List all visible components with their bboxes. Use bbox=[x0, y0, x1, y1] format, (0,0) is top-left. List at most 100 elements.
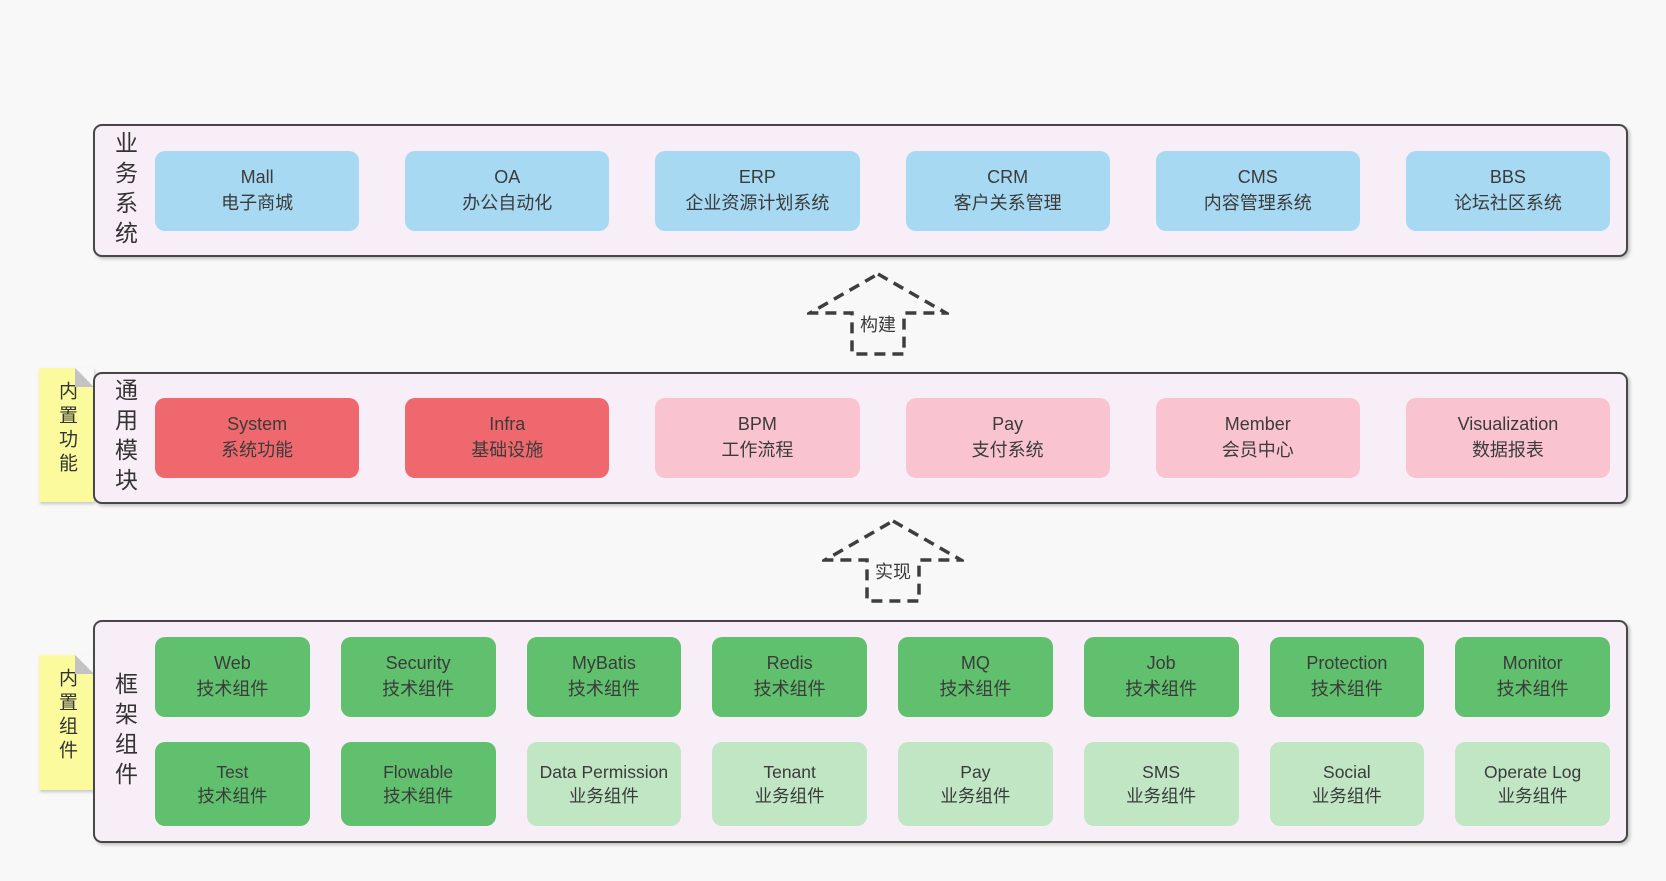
box-desc: 业务组件 bbox=[1497, 786, 1568, 806]
layer-business-systems: 业务系统 Mall 电子商城 OA 办公自动化 ERP 企业资源计划系统 CRM… bbox=[93, 124, 1628, 257]
box-name: Pay bbox=[992, 414, 1024, 435]
box-pay-biz: Pay 业务组件 bbox=[898, 742, 1053, 826]
box-name: Visualization bbox=[1457, 414, 1559, 435]
box-desc: 业务组件 bbox=[568, 786, 639, 806]
box-name: CMS bbox=[1237, 166, 1278, 187]
box-test: Test 技术组件 bbox=[155, 742, 310, 826]
box-name: Test bbox=[216, 761, 249, 782]
box-crm: CRM 客户关系管理 bbox=[905, 150, 1110, 231]
box-desc: 工作流程 bbox=[721, 440, 794, 460]
folded-corner-icon bbox=[75, 368, 94, 387]
note-text: 内置功能 bbox=[56, 381, 77, 477]
box-desc: 技术组件 bbox=[567, 679, 640, 699]
layer-label-components: 框架组件 bbox=[95, 622, 153, 841]
box-flowable: Flowable 技术组件 bbox=[340, 742, 496, 826]
box-desc: 业务组件 bbox=[754, 786, 825, 806]
box-mybatis: MyBatis 技术组件 bbox=[526, 637, 682, 717]
box-desc: 技术组件 bbox=[196, 679, 269, 699]
box-name: Pay bbox=[960, 761, 991, 782]
box-system: System 系统功能 bbox=[155, 398, 360, 478]
up-arrow-icon bbox=[822, 518, 964, 603]
box-desc: 业务组件 bbox=[1126, 786, 1197, 806]
box-name: Monitor bbox=[1502, 653, 1563, 674]
box-desc: 内容管理系统 bbox=[1203, 192, 1312, 213]
box-name: Operate Log bbox=[1483, 761, 1582, 782]
box-desc: 客户关系管理 bbox=[953, 192, 1062, 213]
box-desc: 系统功能 bbox=[221, 440, 294, 460]
box-name: SMS bbox=[1142, 761, 1181, 782]
box-name: Redis bbox=[766, 653, 813, 674]
arrow-implement-label: 实现 bbox=[871, 558, 915, 584]
box-desc: 业务组件 bbox=[1311, 786, 1382, 806]
box-desc: 技术组件 bbox=[1125, 679, 1198, 699]
box-name: CRM bbox=[987, 166, 1029, 187]
box-infra: Infra 基础设施 bbox=[405, 398, 610, 478]
box-name: MyBatis bbox=[571, 653, 636, 674]
business-boxes: Mall 电子商城 OA 办公自动化 ERP 企业资源计划系统 CRM 客户关系… bbox=[153, 126, 1626, 255]
layer-framework-components: 框架组件 Web 技术组件 Security 技术组件 MyBatis 技术组件… bbox=[93, 620, 1628, 843]
box-desc: 技术组件 bbox=[939, 679, 1012, 699]
box-desc: 技术组件 bbox=[197, 786, 268, 806]
box-desc: 办公自动化 bbox=[462, 192, 553, 213]
box-sms: SMS 业务组件 bbox=[1083, 742, 1239, 826]
box-tenant: Tenant 业务组件 bbox=[712, 742, 867, 826]
box-desc: 电子商城 bbox=[221, 192, 294, 213]
box-desc: 技术组件 bbox=[753, 679, 826, 699]
box-social: Social 业务组件 bbox=[1269, 742, 1425, 826]
box-data-permission: Data Permission 业务组件 bbox=[526, 742, 682, 826]
box-desc: 支付系统 bbox=[971, 440, 1044, 460]
box-name: BBS bbox=[1489, 166, 1526, 187]
box-security: Security 技术组件 bbox=[340, 637, 496, 717]
box-web: Web 技术组件 bbox=[155, 637, 310, 717]
box-operate-log: Operate Log 业务组件 bbox=[1455, 742, 1610, 826]
layer-label-business: 业务系统 bbox=[95, 126, 153, 255]
box-name: MQ bbox=[960, 653, 990, 674]
box-desc: 技术组件 bbox=[382, 679, 455, 699]
box-name: BPM bbox=[737, 414, 777, 435]
box-desc: 技术组件 bbox=[1496, 679, 1569, 699]
box-name: OA bbox=[494, 166, 521, 187]
folded-corner-icon bbox=[75, 655, 94, 674]
box-job: Job 技术组件 bbox=[1083, 637, 1239, 717]
box-name: Infra bbox=[489, 414, 526, 435]
box-name: Web bbox=[214, 653, 251, 674]
arrow-implement: 实现 bbox=[822, 518, 964, 604]
layer-common-modules: 通用模块 System 系统功能 Infra 基础设施 BPM 工作流程 Pay… bbox=[93, 372, 1628, 504]
note-text: 内置组件 bbox=[56, 668, 77, 764]
box-name: Job bbox=[1146, 653, 1176, 674]
box-erp: ERP 企业资源计划系统 bbox=[655, 150, 860, 231]
layer-label-modules: 通用模块 bbox=[95, 374, 153, 502]
box-redis: Redis 技术组件 bbox=[712, 637, 867, 717]
box-member: Member 会员中心 bbox=[1155, 398, 1360, 478]
box-desc: 基础设施 bbox=[471, 440, 544, 460]
box-monitor: Monitor 技术组件 bbox=[1455, 637, 1610, 717]
box-desc: 技术组件 bbox=[1310, 679, 1383, 699]
box-cms: CMS 内容管理系统 bbox=[1155, 150, 1360, 231]
layer-title: 业务系统 bbox=[111, 130, 138, 251]
box-pay: Pay 支付系统 bbox=[905, 398, 1110, 478]
sticky-note-built-in-features: 内置功能 bbox=[39, 368, 94, 502]
sticky-note-built-in-components: 内置组件 bbox=[39, 655, 94, 790]
box-desc: 技术组件 bbox=[383, 786, 454, 806]
box-name: Data Permission bbox=[539, 761, 669, 782]
box-bpm: BPM 工作流程 bbox=[655, 398, 860, 478]
box-name: ERP bbox=[738, 166, 776, 187]
arrow-build-label: 构建 bbox=[856, 311, 900, 337]
box-oa: OA 办公自动化 bbox=[405, 150, 610, 231]
arrow-build: 构建 bbox=[807, 271, 949, 357]
box-bbs: BBS 论坛社区系统 bbox=[1405, 150, 1611, 231]
box-name: Social bbox=[1323, 761, 1371, 782]
layer-title: 通用模块 bbox=[111, 378, 138, 498]
component-row-1: Web 技术组件 Security 技术组件 MyBatis 技术组件 Redi… bbox=[155, 637, 1610, 717]
up-arrow-icon bbox=[807, 271, 949, 356]
component-row-2: Test 技术组件 Flowable 技术组件 Data Permission … bbox=[155, 742, 1610, 826]
box-desc: 数据报表 bbox=[1471, 440, 1544, 460]
box-desc: 业务组件 bbox=[940, 786, 1011, 806]
box-name: Tenant bbox=[763, 761, 816, 782]
component-boxes: Web 技术组件 Security 技术组件 MyBatis 技术组件 Redi… bbox=[153, 622, 1626, 841]
module-boxes: System 系统功能 Infra 基础设施 BPM 工作流程 Pay 支付系统… bbox=[153, 374, 1626, 502]
box-name: Protection bbox=[1306, 653, 1388, 674]
box-visualization: Visualization 数据报表 bbox=[1405, 398, 1611, 478]
box-name: System bbox=[227, 414, 288, 435]
box-name: Member bbox=[1224, 414, 1291, 435]
